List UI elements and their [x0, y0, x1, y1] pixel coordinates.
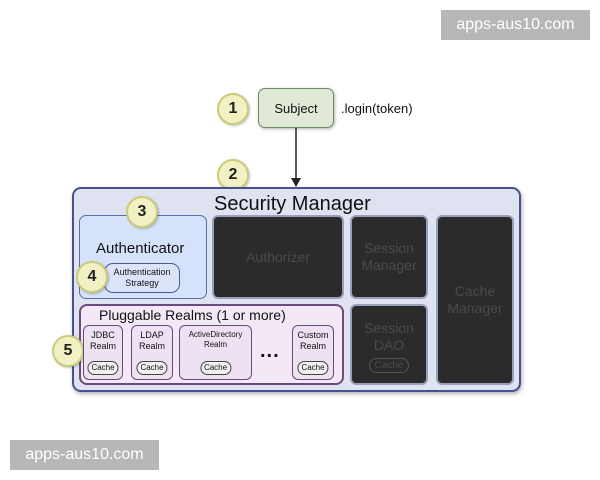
realm-custom-cache: Cache — [297, 361, 329, 375]
realm-jdbc-cache: Cache — [87, 361, 119, 375]
session-dao-box: Session DAO Cache — [350, 304, 428, 385]
security-manager-title: Security Manager — [214, 193, 371, 215]
authentication-strategy-line2: Strategy — [125, 278, 159, 288]
realm-activedirectory: ActiveDirectory Realm Cache — [179, 325, 252, 380]
subject-label: Subject — [274, 100, 318, 116]
realm-ldap-line1: LDAP — [140, 330, 164, 340]
realm-custom-line2: Realm — [299, 341, 326, 351]
session-dao-line1: Session — [364, 320, 414, 336]
authorizer-box: Authorizer — [212, 215, 344, 299]
pluggable-realms-title: Pluggable Realms (1 or more) — [99, 307, 286, 323]
realm-ldap-cache: Cache — [136, 361, 168, 375]
session-dao-cache: Cache — [368, 358, 410, 373]
step-3-badge: 3 — [126, 196, 158, 228]
cache-manager-box: Cache Manager — [436, 215, 514, 385]
authenticator-title: Authenticator — [96, 240, 185, 257]
step-1-badge: 1 — [217, 93, 249, 125]
authorizer-label: Authorizer — [246, 248, 310, 265]
realm-activedirectory-line1: ActiveDirectory — [188, 330, 243, 339]
session-manager-line1: Session — [364, 240, 414, 256]
subject-arrow — [291, 128, 301, 187]
authentication-strategy-line1: Authentication — [113, 267, 171, 277]
realm-custom: Custom Realm Cache — [292, 325, 334, 380]
cache-manager-line2: Manager — [447, 300, 503, 316]
session-manager-box: Session Manager — [350, 215, 428, 299]
watermark-top: apps-aus10.com — [441, 10, 590, 40]
realm-jdbc: JDBC Realm Cache — [83, 325, 123, 380]
step-5-badge: 5 — [52, 335, 84, 367]
step-4-badge: 4 — [76, 261, 108, 293]
realm-activedirectory-line2: Realm — [203, 340, 228, 349]
session-dao-line2: DAO — [373, 337, 405, 353]
realm-custom-line1: Custom — [297, 330, 329, 340]
login-call-label: .login(token) — [341, 101, 413, 116]
cache-manager-line1: Cache — [454, 283, 496, 299]
realm-activedirectory-cache: Cache — [199, 361, 232, 375]
authentication-strategy-box: Authentication Strategy — [104, 263, 180, 293]
realm-ldap-line2: Realm — [138, 341, 165, 351]
realm-ldap: LDAP Realm Cache — [131, 325, 173, 380]
realm-jdbc-line1: JDBC — [91, 330, 115, 340]
subject-box: Subject — [258, 88, 334, 128]
realm-jdbc-line2: Realm — [89, 341, 116, 351]
realms-ellipsis: ... — [260, 340, 280, 362]
session-manager-line2: Manager — [361, 257, 417, 273]
step-2-badge: 2 — [217, 159, 249, 191]
watermark-bottom: apps-aus10.com — [10, 440, 159, 470]
